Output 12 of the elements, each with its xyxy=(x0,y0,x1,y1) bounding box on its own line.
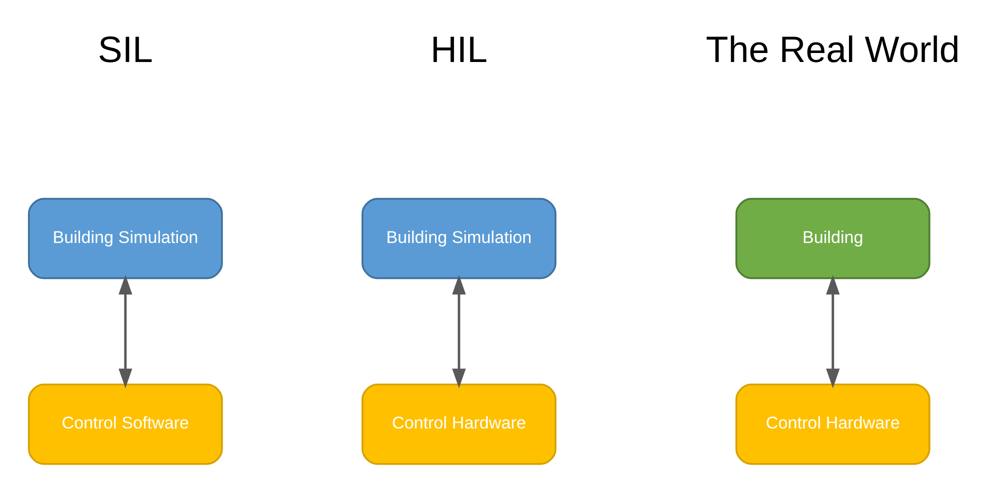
arrow xyxy=(826,274,840,388)
node-box: Control Hardware xyxy=(734,384,930,465)
node-box: Building xyxy=(734,198,930,280)
node-box: Building Simulation xyxy=(27,198,222,280)
label: HIL xyxy=(430,28,487,70)
arrow xyxy=(118,274,132,388)
arrow xyxy=(452,274,466,388)
node-box: Control Software xyxy=(27,384,222,465)
label: The Real World xyxy=(705,28,960,70)
node-box: Control Hardware xyxy=(361,384,556,465)
label: SIL xyxy=(97,28,152,70)
node-box: Building Simulation xyxy=(361,198,556,280)
